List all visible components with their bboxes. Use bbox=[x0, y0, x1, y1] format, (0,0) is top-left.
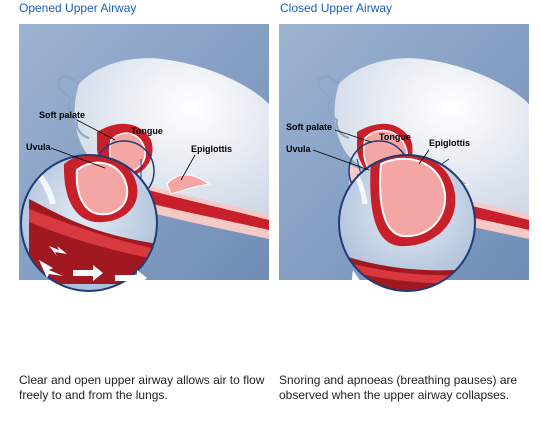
panel-title-opened: Opened Upper Airway bbox=[19, 1, 137, 15]
arrow-icon bbox=[73, 265, 103, 281]
label-tongue: Tongue bbox=[131, 126, 163, 136]
caption-opened: Clear and open upper airway allows air t… bbox=[19, 373, 265, 402]
arrow-icon bbox=[49, 246, 67, 256]
face-profile bbox=[57, 75, 90, 139]
head-silhouette bbox=[74, 58, 269, 224]
panel-title-closed: Closed Upper Airway bbox=[280, 1, 393, 15]
arrow-icon bbox=[39, 260, 63, 278]
leader-uvula bbox=[50, 147, 106, 169]
leader-soft-palate bbox=[334, 129, 372, 143]
leader-uvula bbox=[312, 149, 370, 171]
epiglottis-shape bbox=[166, 174, 211, 195]
arrow-icon bbox=[351, 270, 363, 290]
caption-closed: Snoring and apnoeas (breathing pauses) a… bbox=[279, 373, 518, 402]
arrow-icon bbox=[399, 298, 412, 306]
label-soft-palate: Soft palate bbox=[39, 110, 85, 120]
opened-airway-illustration: Soft palate Uvula Tongue Epiglottis bbox=[19, 24, 269, 292]
airflow-arrows bbox=[351, 270, 412, 306]
leader-soft-palate bbox=[76, 119, 116, 141]
arrow-icon bbox=[375, 290, 392, 297]
closed-airway-illustration: Soft palate Uvula Tongue Epiglottis bbox=[279, 24, 529, 306]
label-epiglottis: Epiglottis bbox=[429, 138, 470, 148]
leader-epiglottis bbox=[180, 154, 196, 181]
airflow-arrows bbox=[39, 246, 147, 286]
label-uvula: Uvula bbox=[26, 142, 52, 152]
label-epiglottis: Epiglottis bbox=[191, 144, 232, 154]
label-soft-palate: Soft palate bbox=[286, 122, 332, 132]
zoom-magnifier-ring bbox=[20, 154, 158, 292]
arrow-icon bbox=[115, 270, 147, 286]
label-tongue: Tongue bbox=[379, 132, 411, 142]
zoom-detail bbox=[339, 155, 475, 291]
label-uvula: Uvula bbox=[286, 144, 312, 154]
head-silhouette bbox=[334, 58, 529, 224]
zoom-magnifier-ring bbox=[338, 154, 476, 292]
face-profile bbox=[317, 75, 350, 139]
leader-epiglottis bbox=[418, 149, 430, 165]
